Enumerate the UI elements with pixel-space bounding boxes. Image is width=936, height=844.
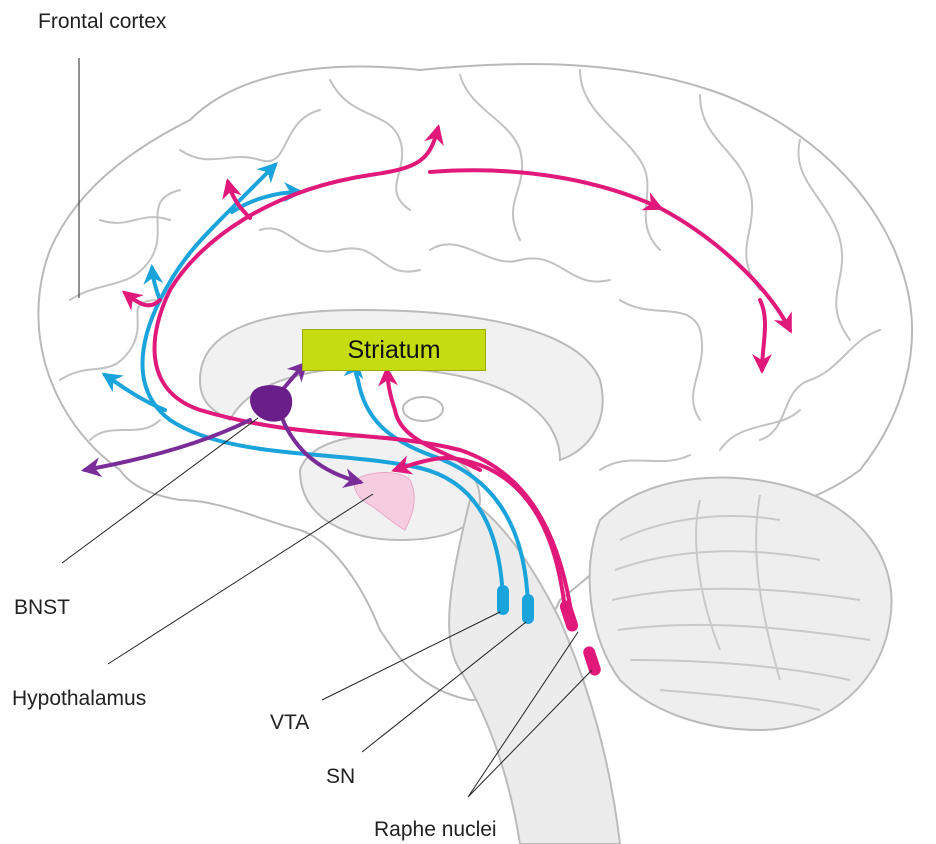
striatum-label: Striatum xyxy=(347,336,440,365)
fornix-oval xyxy=(403,397,443,421)
hypothalamus-label: Hypothalamus xyxy=(12,688,146,709)
frontal-cortex-label: Frontal cortex xyxy=(38,11,166,32)
hypothalamus-leader xyxy=(108,494,373,664)
bnst-label: BNST xyxy=(14,597,70,618)
sn-label: SN xyxy=(326,766,355,787)
raphe-nuclei-label: Raphe nuclei xyxy=(374,819,497,840)
striatum-label-box: Striatum xyxy=(302,329,486,371)
vta-label: VTA xyxy=(270,712,309,733)
